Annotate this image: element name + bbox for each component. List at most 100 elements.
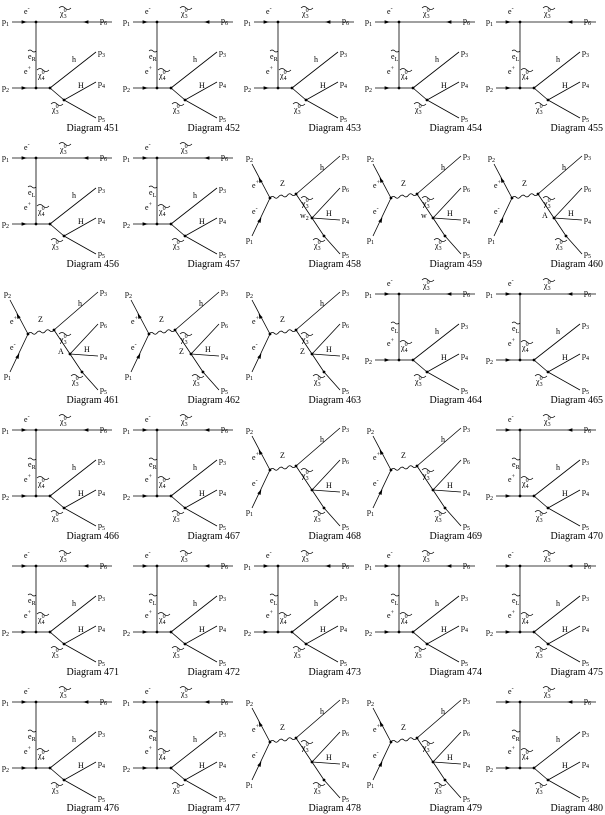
- neutralino-label: χ40: [36, 68, 50, 82]
- propagator-line: [49, 223, 65, 237]
- propagator-line: [311, 353, 325, 373]
- higgs-label: h: [193, 191, 197, 200]
- positron-label: e+: [24, 746, 32, 756]
- arrow-head: [379, 449, 384, 455]
- svg-text:χ30: χ30: [293, 648, 301, 660]
- arrow-head: [142, 766, 148, 770]
- incoming-label: p1: [246, 779, 253, 790]
- svg-text:χ30: χ30: [59, 688, 67, 700]
- propagator-line: [426, 371, 460, 391]
- propagator-line: [170, 223, 186, 237]
- neutralino-label: χ30: [58, 550, 72, 564]
- electron-label: e-: [252, 750, 258, 760]
- arrow-head: [257, 217, 262, 223]
- propagator-line: [533, 323, 581, 361]
- propagator-line: [63, 99, 97, 119]
- selectron-label: eL: [511, 321, 521, 335]
- outgoing-label: p4: [98, 487, 105, 498]
- outgoing-label: p3: [463, 695, 470, 706]
- arrow-head: [567, 700, 573, 704]
- diagram-caption: Diagram 465: [550, 395, 604, 406]
- neutralino-label: χ30: [58, 142, 72, 156]
- incoming-label: p2: [123, 491, 130, 502]
- arrow-head: [204, 156, 210, 160]
- positron-label: e+: [10, 316, 18, 326]
- diagram-caption: Diagram 453: [308, 123, 362, 134]
- propagator-line: [49, 187, 97, 225]
- propagator-line: [412, 631, 428, 645]
- svg-text:χ30: χ30: [180, 688, 188, 700]
- arrow-head: [567, 292, 573, 296]
- positron-label: e+: [131, 316, 139, 326]
- incoming-label: p1: [2, 697, 9, 708]
- higgs-label: h: [556, 463, 560, 472]
- outgoing-label: p4: [463, 487, 470, 498]
- outgoing-label: p6: [463, 455, 470, 466]
- propagator-line: [444, 235, 462, 255]
- outgoing-label: p6: [221, 560, 228, 571]
- selectron-label: eL: [511, 49, 521, 63]
- positron-label: e+: [252, 724, 260, 734]
- diagram-caption: Diagram 456: [66, 259, 120, 270]
- outgoing-label: p3: [461, 320, 468, 331]
- outgoing-label: p6: [463, 16, 470, 27]
- boson-label: Z: [401, 179, 406, 188]
- arrow-head: [83, 428, 89, 432]
- selectron-label: eR: [27, 49, 37, 63]
- incoming-label: p1: [365, 17, 372, 28]
- outgoing-label: p3: [219, 728, 226, 739]
- neutralino-label: χ30: [179, 332, 193, 346]
- neutralino-label: χ30: [58, 6, 72, 20]
- incoming-label: p2: [123, 83, 130, 94]
- outgoing-label: p6: [100, 16, 107, 27]
- electron-label: e-: [24, 6, 30, 16]
- propagator-line: [184, 625, 218, 645]
- outgoing-label: p6: [100, 424, 107, 435]
- electron-label: e-: [252, 342, 258, 352]
- propagator-line: [49, 767, 65, 781]
- neutralino-label: χ30: [312, 782, 326, 796]
- svg-text:χ30: χ30: [301, 334, 309, 346]
- svg-text:χ30: χ30: [51, 784, 59, 796]
- diagram-caption: Diagram 454: [429, 123, 483, 134]
- propagator-line: [291, 87, 307, 101]
- svg-text:χ30: χ30: [543, 688, 551, 700]
- propagator-line: [190, 323, 220, 355]
- neutralino-label: χ30: [70, 374, 84, 388]
- positron-label: e+: [373, 180, 381, 190]
- outgoing-label: p3: [98, 728, 105, 739]
- positron-label: e+: [494, 180, 502, 190]
- diagram-caption: Diagram 455: [550, 123, 604, 134]
- outgoing-label: p5: [461, 385, 468, 396]
- outgoing-label: p5: [98, 521, 105, 532]
- selectron-label: eL: [390, 593, 400, 607]
- propagator-line: [295, 329, 313, 355]
- incoming-label: p1: [367, 235, 374, 246]
- higgs-label: H: [441, 81, 447, 90]
- propagator-line: [170, 731, 218, 769]
- svg-text:χ40: χ40: [37, 614, 45, 626]
- arrow-head: [446, 292, 452, 296]
- outgoing-label: p4: [582, 351, 589, 362]
- svg-text:χ30: χ30: [434, 240, 442, 252]
- positron-label: e+: [508, 66, 516, 76]
- svg-text:χ30: χ30: [180, 552, 188, 564]
- higgs-label: h: [556, 599, 560, 608]
- neutralino-label: χ40: [278, 612, 292, 626]
- arrow-head: [136, 353, 141, 359]
- neutralino-label: χ30: [300, 740, 314, 754]
- higgs-label: h: [556, 55, 560, 64]
- boson-label: Z: [38, 315, 43, 324]
- svg-text:χ30: χ30: [535, 104, 543, 116]
- neutralino-label: χ30: [312, 238, 326, 252]
- propagator-line: [170, 631, 186, 645]
- svg-text:χ30: χ30: [414, 376, 422, 388]
